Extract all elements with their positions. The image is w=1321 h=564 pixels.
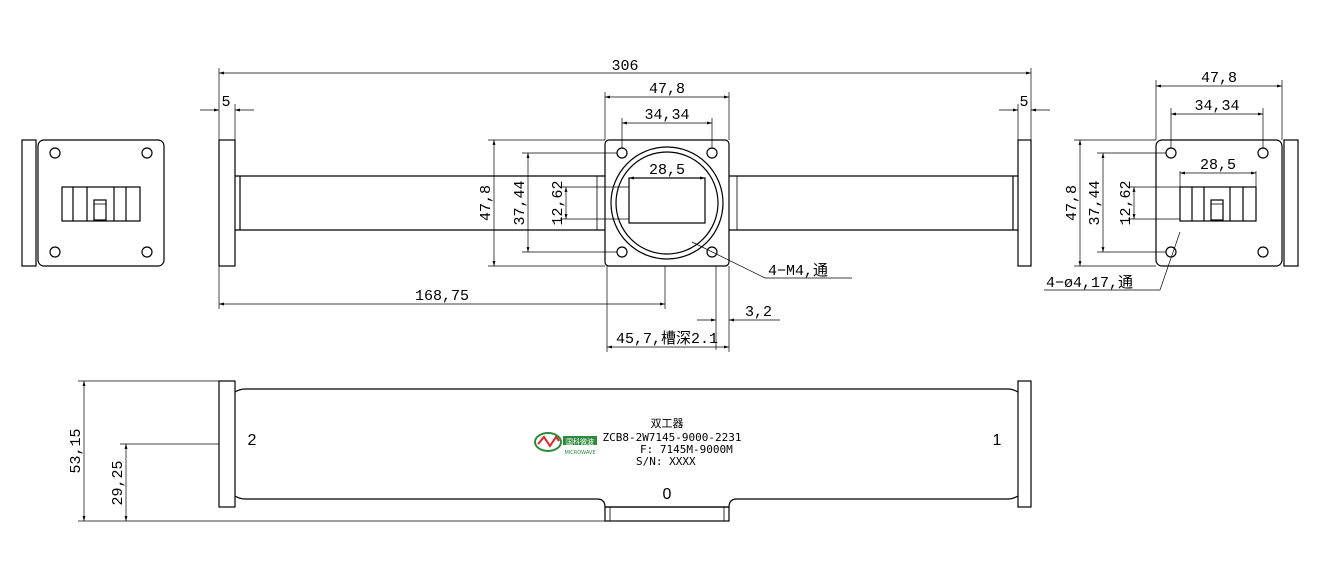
dim-label: 47,8 — [1201, 70, 1237, 87]
logo-text: 国科微波 — [566, 437, 594, 446]
dim-label: 53,15 — [68, 428, 85, 473]
dim-total-length: 306 — [218, 58, 1032, 140]
dim-label: 37,44 — [1087, 180, 1104, 225]
dim-right-flange-width: 47,8 — [1155, 70, 1283, 140]
dim-port-offset: 168,75 — [218, 266, 666, 309]
left-end-view — [21, 139, 165, 267]
dim-label: 34,34 — [1194, 98, 1239, 115]
dim-right-flange-thickness: 5 — [999, 94, 1050, 140]
mount-hole — [49, 147, 61, 159]
callout-screw-holes: 4−M4,通 — [691, 241, 852, 280]
nameplate: 国科微波 MICROWAVE 双工器 ZCB8-2W7145-9000-2231… — [534, 417, 742, 468]
mount-hole — [1165, 147, 1177, 159]
dim-body-height: 53,15 — [68, 380, 605, 522]
dim-hole-pitch-vertical: 37,44 — [512, 152, 617, 253]
dim-right-hole-pitch-vertical: 37,44 — [1087, 152, 1166, 253]
dim-port-height: 29,25 — [110, 443, 219, 521]
mount-hole — [49, 246, 61, 258]
mount-hole — [141, 147, 153, 159]
dim-label: 34,34 — [644, 107, 689, 124]
dim-right-hole-pitch: 34,34 — [1170, 98, 1264, 148]
port-label-2: 2 — [248, 432, 257, 449]
flange-hole — [706, 246, 718, 258]
dim-label: 4−M4,通 — [768, 262, 828, 280]
dim-flange-width: 47,8 — [604, 81, 730, 140]
dim-label: 306 — [611, 58, 638, 75]
dim-label: 28,5 — [649, 162, 685, 179]
dim-label: 5 — [1019, 94, 1028, 111]
dim-label: 29,25 — [110, 460, 127, 505]
dim-flange-height: 47,8 — [478, 139, 605, 267]
dim-label: 3,2 — [745, 304, 772, 321]
dim-left-flange-thickness: 5 — [200, 94, 254, 140]
dim-label: 28,5 — [1200, 157, 1236, 174]
dim-label: 12,62 — [550, 180, 567, 225]
dim-aperture-height: 12,62 — [550, 180, 629, 226]
company-logo: 国科微波 MICROWAVE — [534, 432, 597, 456]
dim-hole-pitch: 34,34 — [621, 107, 713, 148]
dim-groove-offset: 3,2 — [697, 266, 780, 350]
dim-aperture-width: 28,5 — [629, 162, 705, 180]
front-view — [218, 139, 1032, 267]
callout-through-holes: 4−ø4,17,通 — [1044, 231, 1181, 292]
flange-hole — [616, 246, 628, 258]
port-label-1: 1 — [993, 432, 1002, 449]
dim-label: 47,8 — [1064, 185, 1081, 221]
dim-right-aperture-width: 28,5 — [1179, 157, 1257, 187]
dim-groove-width: 45,7,槽深2.1 — [606, 266, 730, 352]
dim-label: 37,44 — [512, 180, 529, 225]
dim-right-aperture-height: 12,62 — [1118, 180, 1180, 226]
right-end-view — [1155, 139, 1299, 267]
logo-sub: MICROWAVE — [564, 450, 595, 456]
nameplate-title: 双工器 — [651, 417, 684, 430]
mount-hole — [1257, 147, 1269, 159]
port-label-0: 0 — [663, 486, 672, 503]
dim-label: 5 — [221, 94, 230, 111]
dim-label: 47,8 — [478, 185, 495, 221]
dim-label: 12,62 — [1118, 180, 1135, 225]
dim-label: 47,8 — [649, 81, 685, 98]
mount-hole — [141, 246, 153, 258]
dim-label: 45,7,槽深2.1 — [616, 330, 718, 348]
flange-hole — [616, 147, 628, 159]
dim-label: 4−ø4,17,通 — [1046, 274, 1133, 292]
dim-label: 168,75 — [415, 288, 469, 305]
flange-hole — [706, 147, 718, 159]
dim-right-flange-height: 47,8 — [1064, 139, 1156, 267]
nameplate-frequency: F: 7145M-9000M — [640, 443, 733, 456]
nameplate-serial: S/N: XXXX — [636, 455, 696, 468]
mount-hole — [1257, 246, 1269, 258]
side-view: 2 1 0 — [218, 380, 1032, 522]
nameplate-model: ZCB8-2W7145-9000-2231 — [602, 431, 741, 444]
